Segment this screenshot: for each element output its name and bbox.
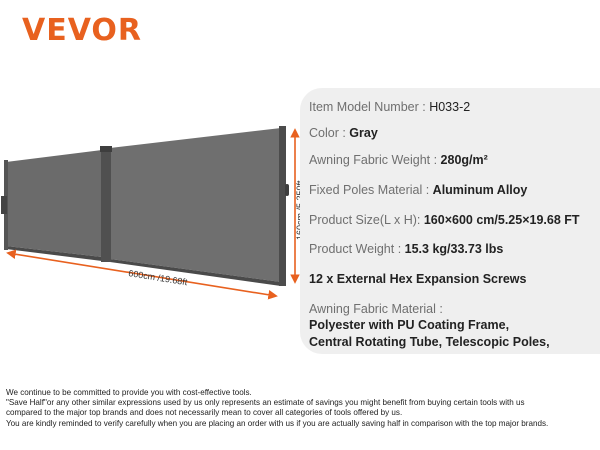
spec-label: Awning Fabric Weight : (309, 153, 441, 167)
spec-label: Product Weight : (309, 242, 405, 256)
disclaimer-line: compared to the major top brands and doe… (6, 408, 403, 418)
spec-screws: 12 x External Hex Expansion Screws (309, 272, 527, 286)
awning-fabric-left-panel (6, 150, 102, 257)
spec-panel (300, 88, 600, 354)
awning-fabric-right-panel (110, 128, 281, 282)
spec-color: Color : Gray (309, 126, 378, 140)
spec-fabric-material-label: Awning Fabric Material : (309, 302, 443, 316)
disclaimer: We continue to be committed to provide y… (6, 388, 596, 429)
left-pole-base (1, 196, 7, 214)
spec-poles-material: Fixed Poles Material : Aluminum Alloy (309, 183, 527, 197)
vevor-logo: VEVOR (22, 13, 143, 48)
spec-label: Fixed Poles Material : (309, 183, 433, 197)
disclaimer-line: You are kindly reminded to verify carefu… (6, 418, 549, 428)
spec-fabric-material-line1: Polyester with PU Coating Frame, (309, 318, 510, 332)
right-pole (279, 126, 286, 286)
spec-value: 15.3 kg/33.73 lbs (404, 242, 504, 256)
central-rotating-tube (101, 148, 111, 262)
disclaimer-line: "Save Half"or any other similar expressi… (6, 398, 525, 408)
privacy-screen-illustration: 600cm /19.68ft 160cm /5.250ft (1, 126, 305, 300)
spec-label: Item Model Number : (309, 100, 430, 114)
width-dimension-arrow (6, 249, 278, 300)
central-tube-cap (100, 146, 112, 152)
spec-label: Product Size(L x H): (309, 213, 424, 227)
spec-model-number: Item Model Number : H033-2 (309, 100, 470, 114)
spec-label: Color : (309, 126, 350, 140)
disclaimer-line: We continue to be committed to provide y… (6, 388, 252, 397)
spec-fabric-material-line2: Central Rotating Tube, Telescopic Poles, (309, 335, 550, 349)
spec-value: 160×600 cm/5.25×19.68 FT (423, 213, 580, 227)
spec-value: 280g/m² (440, 153, 488, 167)
spec-product-weight: Product Weight : 15.3 kg/33.73 lbs (309, 242, 503, 256)
spec-value: Gray (349, 126, 378, 140)
right-pole-handle (285, 184, 289, 196)
spec-value: H033-2 (429, 100, 471, 114)
spec-value: Aluminum Alloy (432, 183, 528, 197)
spec-fabric-weight: Awning Fabric Weight : 280g/m² (309, 153, 488, 167)
spec-product-size: Product Size(L x H): 160×600 cm/5.25×19.… (309, 213, 580, 227)
